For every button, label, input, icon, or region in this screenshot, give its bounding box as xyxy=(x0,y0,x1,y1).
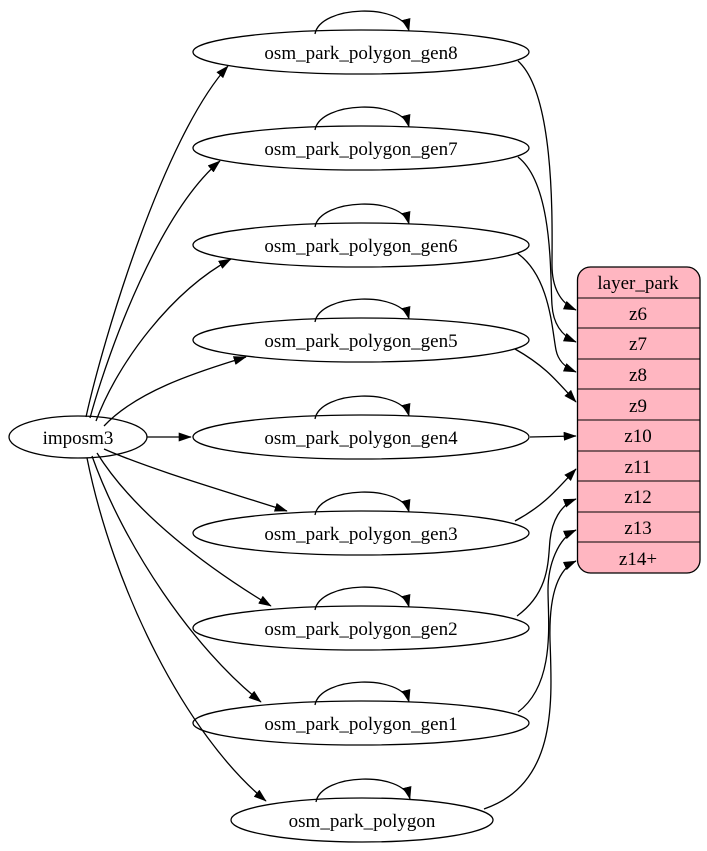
gen1-ellipse xyxy=(192,700,530,746)
self-loop-gen3 xyxy=(314,491,411,516)
node-osm-park-polygon-gen1: osm_park_polygon_gen1 xyxy=(192,700,530,746)
edge-imposm3-gen5 xyxy=(103,356,247,427)
gen5-label: osm_park_polygon_gen5 xyxy=(264,331,457,352)
edge-gen1-z13 xyxy=(517,529,577,713)
self-loop-gen8 xyxy=(314,10,411,35)
polygon-ellipse xyxy=(230,797,494,843)
self-loop-gen5 xyxy=(314,298,411,323)
gen1-label: osm_park_polygon_gen1 xyxy=(264,714,457,735)
node-osm-park-polygon-gen7: osm_park_polygon_gen7 xyxy=(192,125,530,171)
self-loop-gen4 xyxy=(314,395,411,420)
self-loop-gen7 xyxy=(314,106,411,131)
edge-imposm3-gen2 xyxy=(96,452,272,607)
edge-imposm3-gen8 xyxy=(85,65,229,418)
record-row-z8: z8 xyxy=(629,365,647,386)
edge-imposm3-gen6 xyxy=(95,258,232,422)
edge-imposm3-gen1 xyxy=(91,455,262,703)
edges-to-layer-park xyxy=(483,60,577,810)
record-layer-park: layer_park z6 z7 z8 z9 z10 z11 z12 z13 z… xyxy=(576,266,701,574)
gen4-label: osm_park_polygon_gen4 xyxy=(264,428,458,449)
self-loop-gen1 xyxy=(314,681,411,706)
edge-polygon-z14plus xyxy=(483,560,577,810)
self-loop-gen2 xyxy=(314,586,411,611)
edge-gen7-z7 xyxy=(517,156,577,343)
edge-imposm3-gen7 xyxy=(89,160,221,419)
node-osm-park-polygon-gen8: osm_park_polygon_gen8 xyxy=(192,29,530,75)
edge-imposm3-gen3 xyxy=(103,448,288,512)
gen3-label: osm_park_polygon_gen3 xyxy=(264,524,457,545)
gen5-ellipse xyxy=(192,317,530,363)
node-osm-park-polygon-gen6: osm_park_polygon_gen6 xyxy=(192,222,530,268)
record-row-z9: z9 xyxy=(629,396,647,417)
record-row-z7: z7 xyxy=(629,334,647,355)
node-imposm3: imposm3 xyxy=(8,415,148,459)
node-osm-park-polygon-gen2: osm_park_polygon_gen2 xyxy=(192,605,530,651)
self-loops xyxy=(314,10,412,803)
edge-gen8-z6 xyxy=(517,60,577,311)
self-loop-polygon xyxy=(315,778,412,803)
record-row-z10: z10 xyxy=(624,426,651,447)
record-row-z13: z13 xyxy=(624,518,651,539)
edges-from-imposm3 xyxy=(85,65,288,802)
gen6-label: osm_park_polygon_gen6 xyxy=(264,236,457,257)
node-osm-park-polygon-gen5: osm_park_polygon_gen5 xyxy=(192,317,530,363)
imposm3-label: imposm3 xyxy=(43,428,114,449)
record-row-z11: z11 xyxy=(625,457,652,478)
gen7-ellipse xyxy=(192,125,530,171)
node-osm-park-polygon-gen4: osm_park_polygon_gen4 xyxy=(192,414,530,460)
gen7-label: osm_park_polygon_gen7 xyxy=(264,139,457,160)
gen3-ellipse xyxy=(192,510,530,556)
gen2-ellipse xyxy=(192,605,530,651)
edge-gen6-z8 xyxy=(516,252,577,373)
polygon-label: osm_park_polygon xyxy=(289,811,436,832)
gen8-label: osm_park_polygon_gen8 xyxy=(264,43,457,64)
gen6-ellipse xyxy=(192,222,530,268)
gen4-ellipse xyxy=(192,414,530,460)
record-row-z6: z6 xyxy=(629,304,647,325)
record-row-z12: z12 xyxy=(624,487,651,508)
edge-gen4-z10 xyxy=(529,431,577,441)
gen8-ellipse xyxy=(192,29,530,75)
edge-imposm3-polygon xyxy=(86,457,267,802)
gen2-label: osm_park_polygon_gen2 xyxy=(264,619,457,640)
node-osm-park-polygon: osm_park_polygon xyxy=(230,797,494,843)
edge-gen3-z11 xyxy=(514,468,577,522)
record-row-z14plus: z14+ xyxy=(619,549,657,570)
edge-gen5-z9 xyxy=(514,348,577,403)
node-osm-park-polygon-gen3: osm_park_polygon_gen3 xyxy=(192,510,530,556)
self-loop-gen6 xyxy=(314,203,411,228)
edge-gen2-z12 xyxy=(516,498,577,617)
layer-park-title: layer_park xyxy=(597,273,679,294)
